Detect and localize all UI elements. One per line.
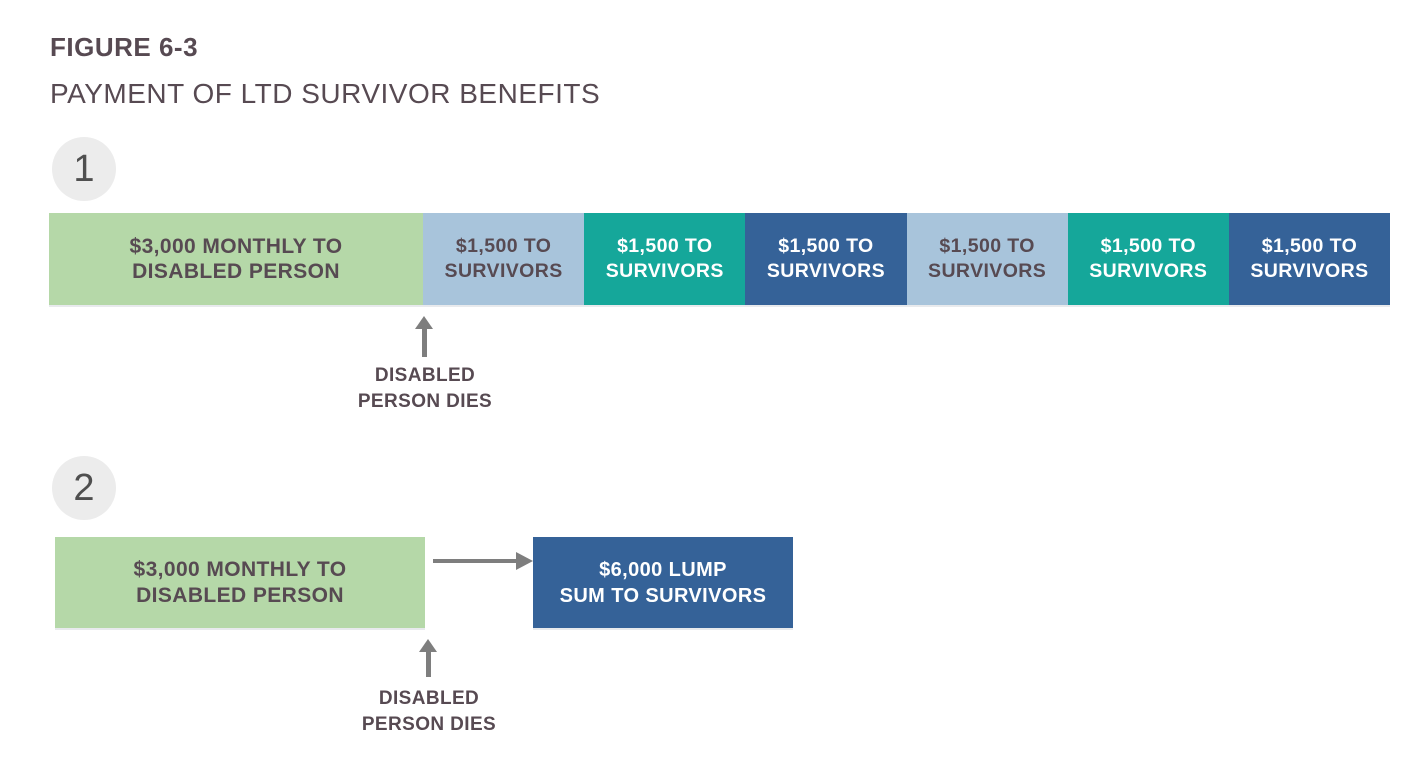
segment-survivors-1: $1,500 TO SURVIVORS — [423, 213, 585, 305]
figure-label: FIGURE 6-3 — [50, 32, 199, 62]
segment-text-line2: DISABLED PERSON — [132, 260, 340, 283]
box-monthly-disabled: $3,000 MONTHLY TO DISABLED PERSON — [55, 537, 425, 628]
arrow-stem — [421, 328, 427, 357]
segment-text-line2: SURVIVORS — [444, 260, 563, 282]
segment-survivors-2: $1,500 TO SURVIVORS — [584, 213, 746, 305]
segment-text-line1: $1,500 TO — [778, 235, 874, 257]
segment-monthly-disabled: $3,000 MONTHLY TO DISABLED PERSON — [49, 213, 423, 305]
event-label-line1: DISABLED — [378, 688, 480, 709]
segment-text-line1: $1,500 TO — [617, 235, 713, 257]
segment-survivors-3: $1,500 TO SURVIVORS — [745, 213, 907, 305]
segment-text-line1: $1,500 TO — [455, 235, 552, 257]
arrow-stem — [425, 651, 431, 677]
segment-text-line2: SURVIVORS — [605, 260, 724, 282]
figure-title: PAYMENT OF LTD SURVIVOR BENEFITS — [50, 78, 601, 109]
up-arrow-icon — [419, 639, 437, 677]
box-lump-sum-survivors: $6,000 LUMP SUM TO SURVIVORS — [533, 537, 793, 628]
arrow-head — [419, 639, 437, 652]
arrow-head — [516, 552, 533, 570]
segment-text-line1: $1,500 TO — [1100, 235, 1196, 257]
segment-text-line2: SURVIVORS — [1250, 260, 1369, 282]
event-label-line2: PERSON DIES — [357, 391, 493, 412]
segment-text-line1: $1,500 TO — [1261, 235, 1358, 257]
segment-survivors-5: $1,500 TO SURVIVORS — [1067, 213, 1229, 305]
segment-text-line2: SURVIVORS — [766, 260, 885, 282]
arrow-head — [415, 316, 433, 329]
timeline-bar: $3,000 MONTHLY TO DISABLED PERSON $1,500… — [49, 213, 1391, 305]
event-label-line1: DISABLED — [374, 365, 476, 386]
segment-survivors-6: $1,500 TO SURVIVORS — [1228, 213, 1391, 305]
step-2-badge: 2 — [52, 456, 116, 520]
segment-text-line2: SURVIVORS — [928, 260, 1047, 282]
segment-survivors-4: $1,500 TO SURVIVORS — [906, 213, 1068, 305]
box-text-line1: $6,000 LUMP — [599, 558, 727, 581]
segment-text-line2: SURVIVORS — [1089, 260, 1208, 282]
event-label-disabled-person-dies-1: DISABLED PERSON DIES — [315, 363, 535, 415]
up-arrow-icon — [415, 316, 433, 357]
segment-text-line1: $3,000 MONTHLY TO — [129, 235, 343, 258]
arrow-stem — [433, 559, 517, 563]
segment-text-line1: $1,500 TO — [939, 235, 1035, 257]
step-1-number: 1 — [73, 147, 95, 190]
event-label-disabled-person-dies-2: DISABLED PERSON DIES — [319, 686, 539, 738]
right-arrow-icon — [433, 552, 533, 570]
step-1-badge: 1 — [52, 137, 116, 201]
step-2-number: 2 — [73, 466, 95, 509]
box-text-line1: $3,000 MONTHLY TO — [133, 557, 347, 581]
event-label-line2: PERSON DIES — [361, 714, 497, 735]
box-text-line2: DISABLED PERSON — [136, 583, 344, 607]
box-text-line2: SUM TO SURVIVORS — [559, 584, 767, 607]
